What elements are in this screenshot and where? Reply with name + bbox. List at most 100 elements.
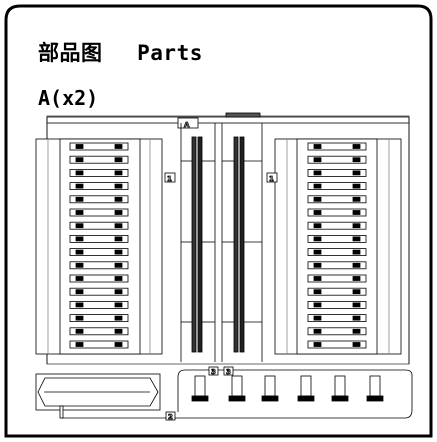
middle-rods xyxy=(180,123,263,362)
small-part-base xyxy=(261,395,279,402)
frame-label: A xyxy=(184,121,190,129)
right-part-row xyxy=(307,155,367,164)
left-part-row-peg xyxy=(114,249,123,255)
part-label-3b: 3 xyxy=(226,368,231,376)
right-part-row-peg xyxy=(352,276,361,281)
left-part-row-peg xyxy=(114,236,123,242)
right-part-row xyxy=(307,261,367,270)
left-part-row-peg xyxy=(75,262,84,268)
right-part-row xyxy=(307,314,367,323)
right-part-row-peg xyxy=(352,157,361,163)
right-part-row-peg xyxy=(313,302,322,308)
part-label-right: 1 xyxy=(269,175,274,183)
left-part-row-peg xyxy=(114,276,123,281)
right-part-row-peg xyxy=(313,170,322,176)
part-label-3a: 3 xyxy=(211,368,216,376)
right-part-row-peg xyxy=(313,315,322,321)
left-part-row-peg xyxy=(75,223,84,229)
right-part-row-peg xyxy=(352,236,361,242)
right-part-row xyxy=(307,274,367,283)
right-part-row xyxy=(307,234,367,243)
right-part-row xyxy=(307,248,367,257)
small-part xyxy=(264,375,276,397)
left-part-row xyxy=(69,314,129,323)
right-part-row-peg xyxy=(313,328,322,334)
left-part-row-peg xyxy=(114,183,123,189)
left-part-row-peg xyxy=(75,196,84,202)
right-part-row-peg xyxy=(313,236,322,242)
right-part-row-peg xyxy=(352,249,361,255)
right-part-row-peg xyxy=(313,262,322,268)
left-part-row xyxy=(69,300,129,309)
sprue-title: A(x2) xyxy=(38,86,99,110)
left-part-row-peg xyxy=(75,144,84,149)
bottom-runner: 2 3 3 xyxy=(35,366,413,421)
right-part-row xyxy=(307,327,367,336)
left-part-row-peg xyxy=(75,236,84,242)
right-part-row xyxy=(307,287,367,296)
right-part-row xyxy=(307,340,367,349)
small-part xyxy=(194,375,206,397)
left-part-row-peg xyxy=(114,342,123,347)
part-label-left: 1 xyxy=(167,175,172,183)
right-part-row-peg xyxy=(352,170,361,176)
right-part-row-peg xyxy=(313,157,322,163)
left-part-row xyxy=(69,221,129,230)
left-part-row xyxy=(69,261,129,270)
left-part-row xyxy=(69,195,129,204)
left-part-row-peg xyxy=(114,144,123,149)
left-part-row-peg xyxy=(75,315,84,321)
right-part-row-peg xyxy=(313,183,322,189)
right-part-row-peg xyxy=(352,210,361,215)
right-part-row xyxy=(307,221,367,230)
right-part-row xyxy=(307,208,367,217)
left-part-row-peg xyxy=(114,289,123,295)
right-part-row-peg xyxy=(313,144,322,149)
right-part-row xyxy=(307,168,367,177)
left-part-row-peg xyxy=(75,157,84,163)
left-part-row-peg xyxy=(75,170,84,176)
right-part-row-peg xyxy=(352,262,361,268)
right-panel: 1 xyxy=(266,138,402,355)
left-part-row-peg xyxy=(114,262,123,268)
right-part-row-peg xyxy=(352,183,361,189)
left-part-row-peg xyxy=(114,170,123,176)
left-part-row xyxy=(69,248,129,257)
left-part-row-peg xyxy=(75,289,84,295)
left-part-row-peg xyxy=(114,210,123,215)
left-part-row-peg xyxy=(75,210,84,215)
small-part-base xyxy=(297,395,315,402)
left-part-row xyxy=(69,340,129,349)
right-part-row-peg xyxy=(352,328,361,334)
right-part-row-peg xyxy=(313,249,322,255)
left-part-row-peg xyxy=(75,328,84,334)
right-part-row-peg xyxy=(313,276,322,281)
right-part-row-peg xyxy=(313,342,322,347)
right-part-row-peg xyxy=(352,342,361,347)
small-part-base xyxy=(191,395,209,402)
left-part-row xyxy=(69,142,129,151)
left-part-row-peg xyxy=(114,315,123,321)
right-part-row-peg xyxy=(352,223,361,229)
left-part-row xyxy=(69,287,129,296)
left-part-row-peg xyxy=(114,302,123,308)
left-part-row-peg xyxy=(75,342,84,347)
small-part xyxy=(231,375,243,397)
right-part-row xyxy=(307,182,367,191)
page-title: 部品图 Parts xyxy=(38,41,203,65)
right-part-row-peg xyxy=(352,289,361,295)
left-part-row-peg xyxy=(75,276,84,281)
left-part-row-peg xyxy=(114,328,123,334)
right-part-row-peg xyxy=(352,302,361,308)
left-part-row xyxy=(69,155,129,164)
left-part-row-peg xyxy=(114,223,123,229)
right-part-row-peg xyxy=(352,144,361,149)
right-part-row-peg xyxy=(313,210,322,215)
left-part-row xyxy=(69,274,129,283)
small-part-base xyxy=(366,395,384,402)
right-part-row-peg xyxy=(313,289,322,295)
left-part-row-peg xyxy=(75,249,84,255)
left-part-row xyxy=(69,208,129,217)
left-part-row xyxy=(69,182,129,191)
